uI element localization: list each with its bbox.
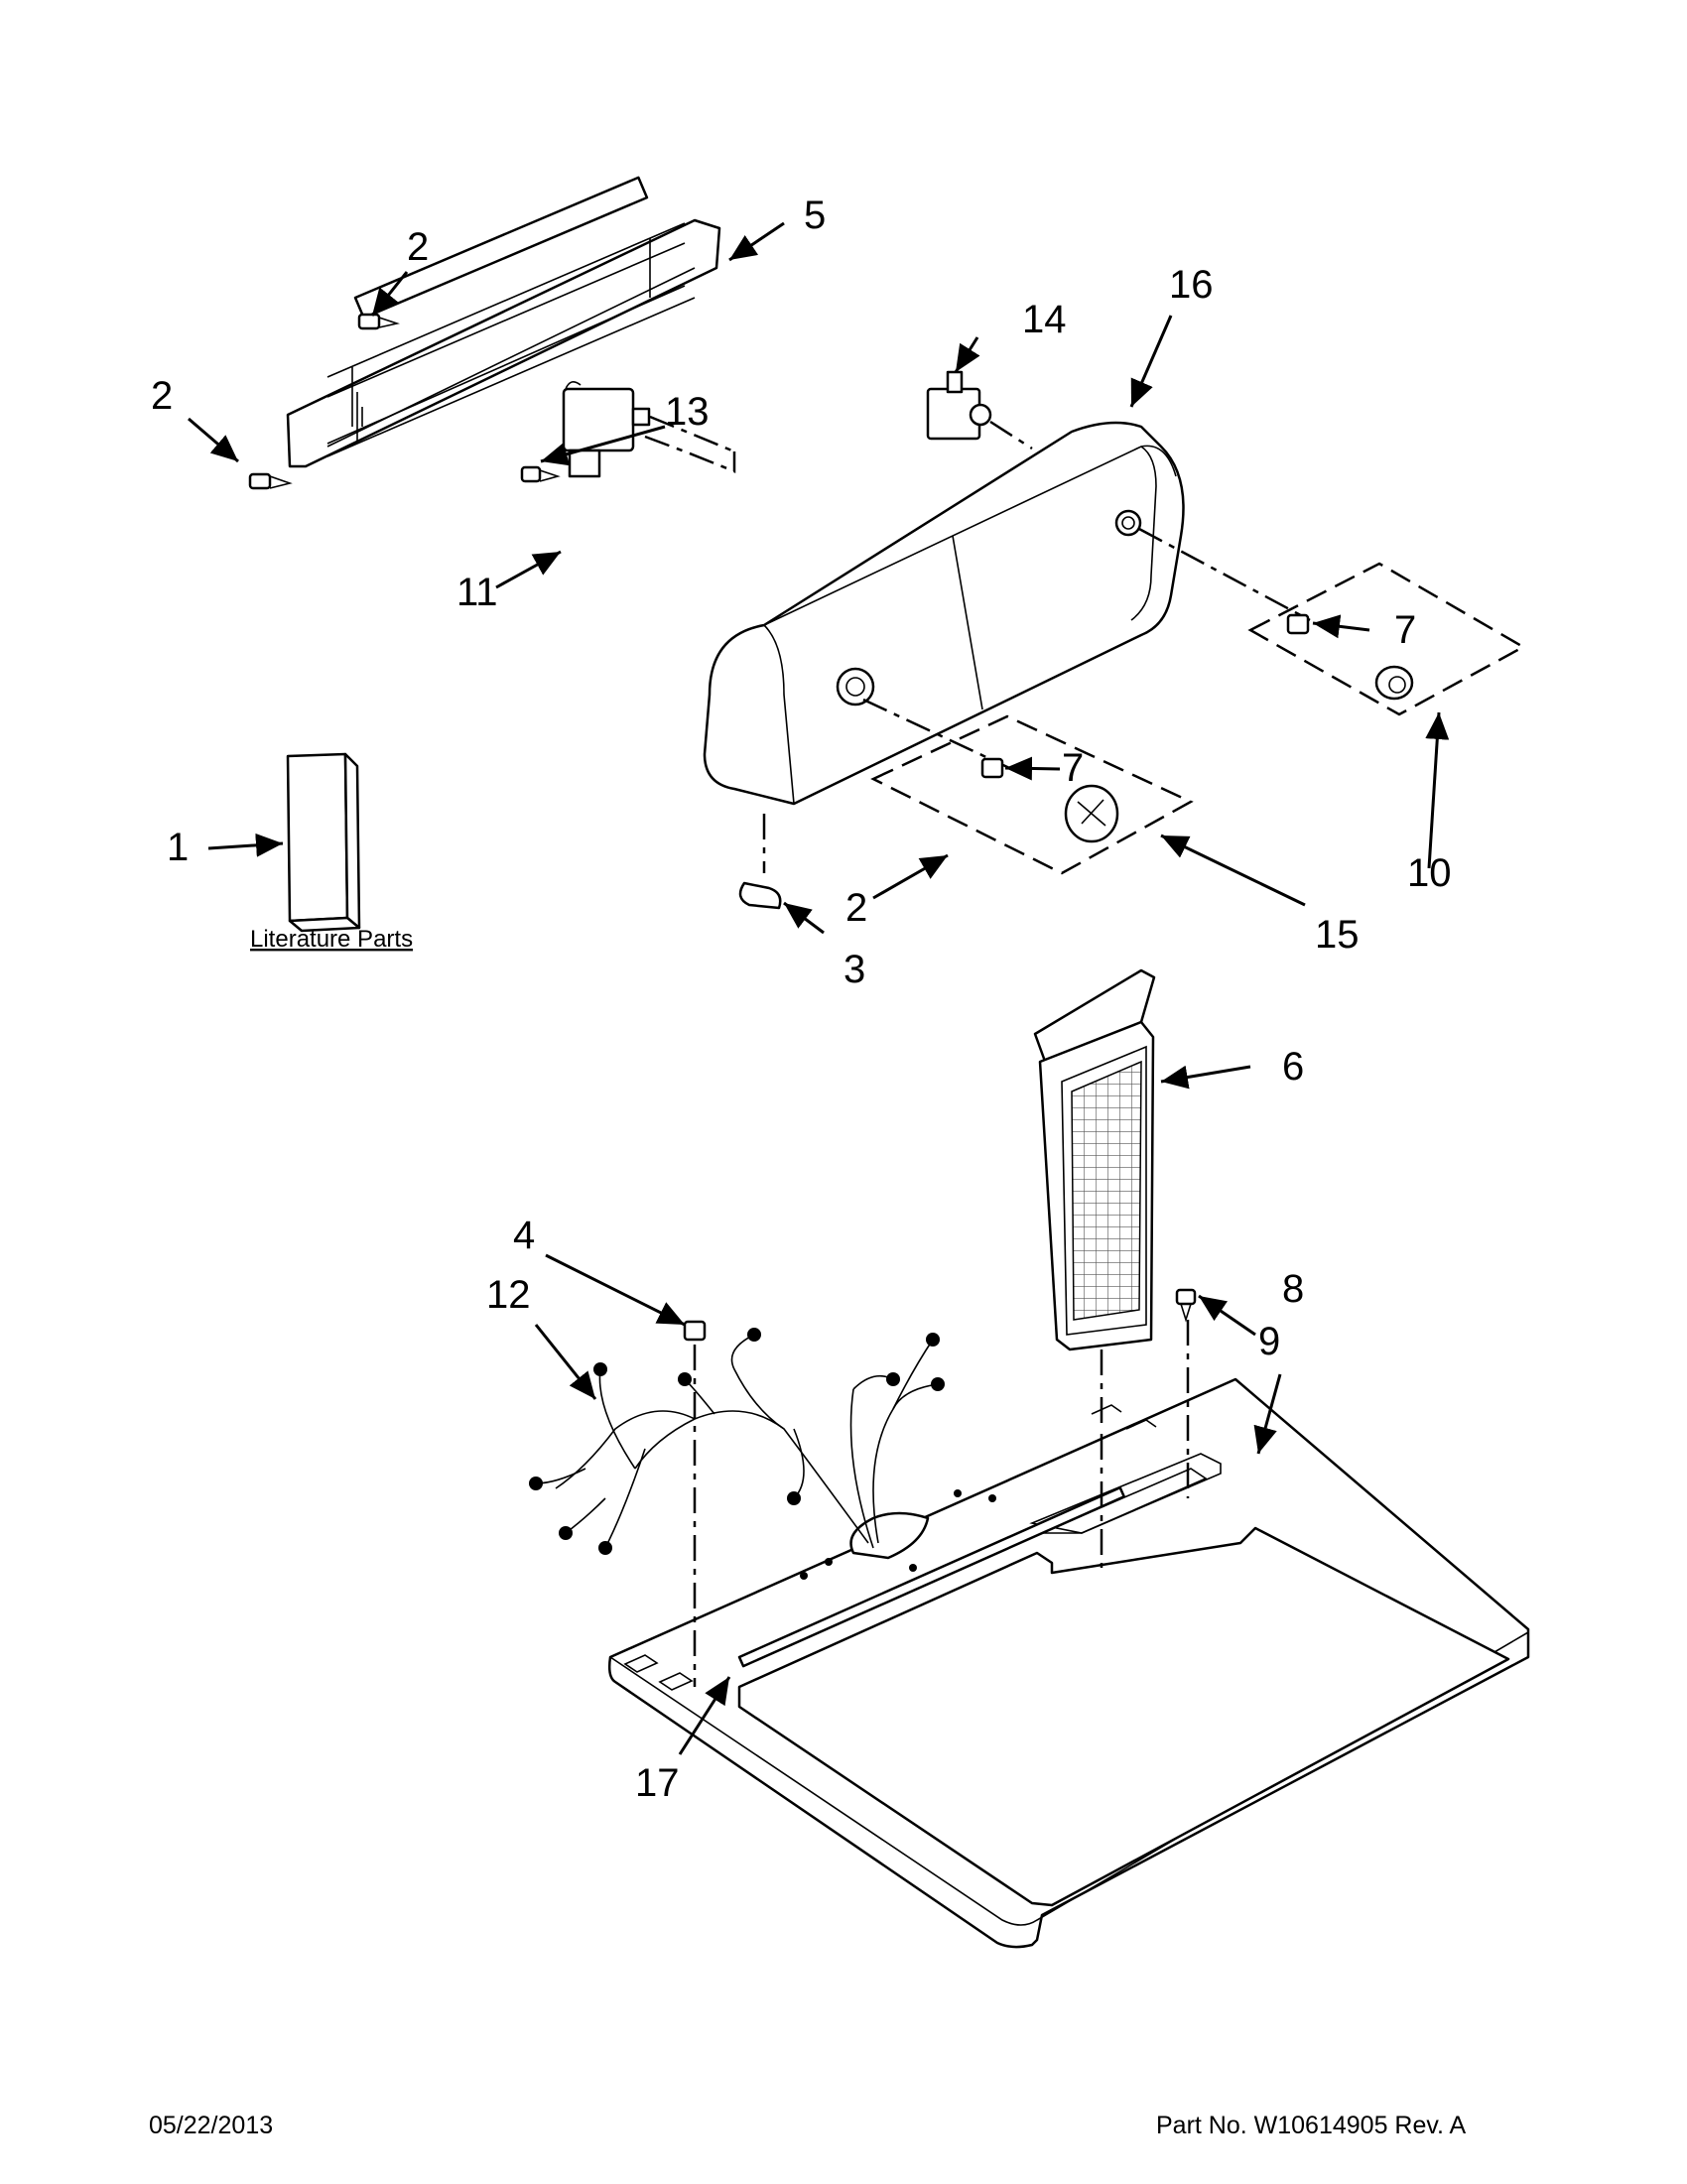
callout-2: 2 — [845, 886, 867, 930]
literature-parts-label: Literature Parts — [250, 926, 413, 953]
console-part — [703, 421, 1185, 806]
wire-harness-part — [529, 1328, 945, 1555]
timer-part — [562, 381, 736, 478]
callout-1: 1 — [167, 826, 189, 869]
callout-16: 16 — [1169, 263, 1214, 307]
callout-14: 14 — [1022, 298, 1067, 341]
footer-part-number: Part No. W10614905 Rev. A — [1156, 2112, 1467, 2139]
literature-part — [286, 752, 361, 933]
leader-arrows — [188, 221, 1450, 1755]
callout-13: 13 — [665, 390, 710, 434]
screw-part — [1175, 1288, 1197, 1323]
clip-part — [738, 881, 782, 910]
screw-part — [248, 313, 561, 490]
callout-7: 7 — [1394, 608, 1416, 652]
callout-2: 2 — [151, 374, 173, 418]
callout-9: 9 — [1258, 1320, 1280, 1363]
knob-part — [980, 757, 1119, 843]
callout-11: 11 — [456, 571, 498, 614]
top-panel-part — [607, 1377, 1530, 1949]
callout-7: 7 — [1062, 746, 1084, 790]
callout-3: 3 — [844, 948, 865, 991]
callout-10: 10 — [1407, 851, 1452, 895]
callout-8: 8 — [1282, 1267, 1304, 1311]
footer-date: 05/22/2013 — [149, 2112, 273, 2139]
callout-12: 12 — [486, 1273, 531, 1317]
callout-4: 4 — [513, 1214, 535, 1257]
lint-screen-part — [1033, 968, 1156, 1351]
callout-5: 5 — [804, 193, 826, 237]
switch-part — [926, 370, 1033, 450]
callout-2: 2 — [407, 225, 429, 269]
rear-panel-part — [286, 176, 721, 468]
callout-17: 17 — [635, 1761, 680, 1805]
knob-part — [1286, 613, 1414, 701]
wire-clip-part — [683, 1320, 707, 1342]
callout-15: 15 — [1315, 913, 1360, 957]
callout-6: 6 — [1282, 1045, 1304, 1089]
